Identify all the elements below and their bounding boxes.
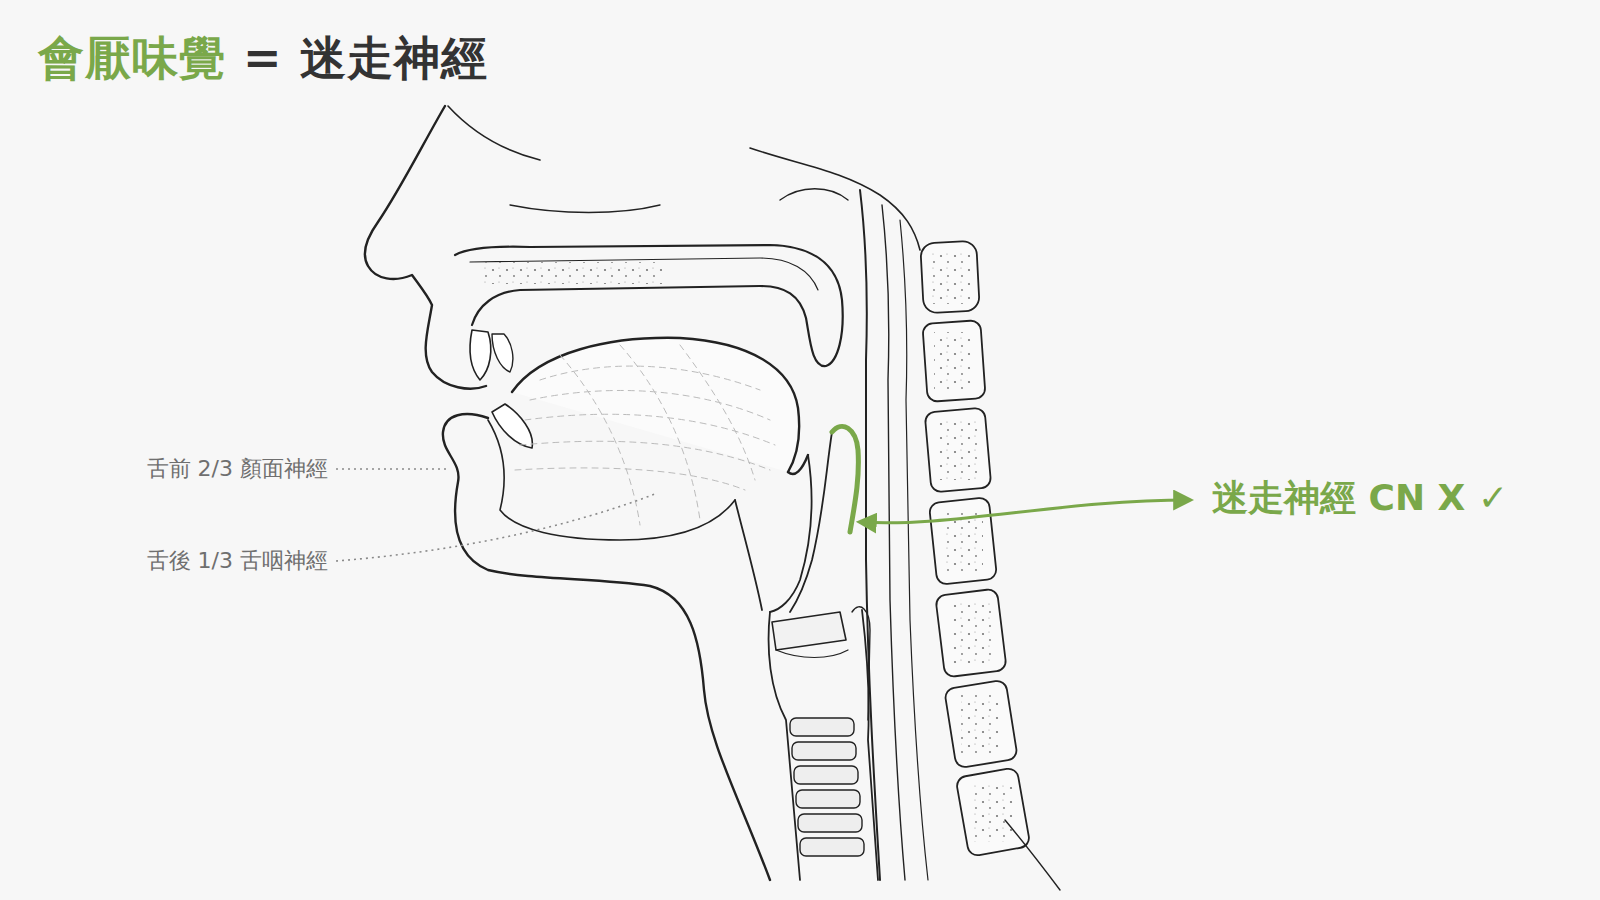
pointer-arrow: [860, 500, 1190, 523]
nerve-label: 舌後 1/3 舌咽神經: [147, 546, 328, 576]
leader-line: [336, 468, 448, 470]
nerve-label: 舌前 2/3 顏面神經: [147, 454, 328, 484]
head-outline: [365, 106, 1060, 890]
leader-line: [336, 494, 655, 561]
highlight-label: 迷走神經 CN X ✓: [1212, 474, 1508, 523]
diagram-title: 會厭味覺 = 迷走神經: [38, 28, 488, 90]
epiglottis-highlight: [832, 426, 858, 532]
